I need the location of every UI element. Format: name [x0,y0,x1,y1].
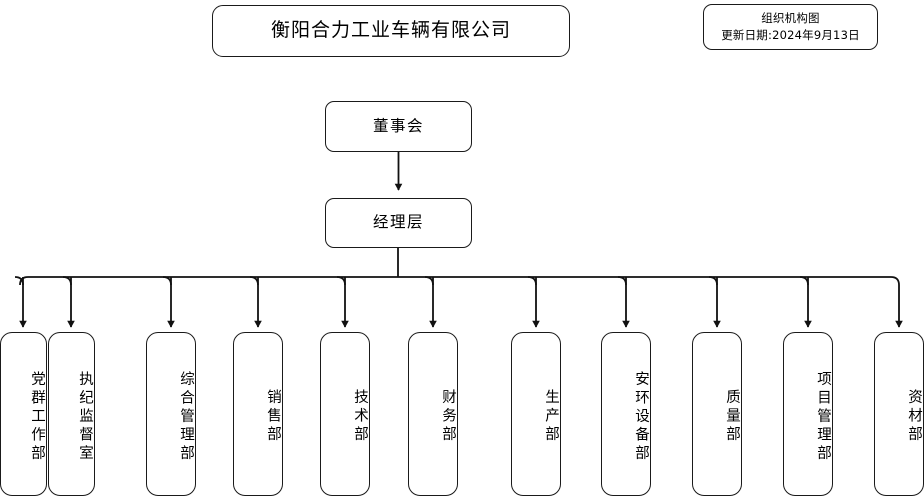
department-label: 综合管理部 [178,370,194,464]
department-label: 技术部 [352,389,368,445]
legend-box: 组织机构图 更新日期:2024年9月13日 [703,4,878,50]
department-label: 项目管理部 [815,370,831,464]
connector-tee-quality [708,276,718,286]
department-label: 执纪监督室 [77,370,93,464]
department-box-project-management: 项目管理部 [783,332,833,496]
connector-tee-safety-equipment [617,276,627,286]
department-box-discipline: 执纪监督室 [48,332,95,496]
department-label: 生产部 [543,389,559,445]
department-box-general-admin: 综合管理部 [146,332,196,496]
department-box-sales: 销售部 [233,332,283,496]
connector-tee-finance [424,276,434,286]
department-label: 销售部 [265,389,281,445]
department-label: 党群工作部 [29,370,45,464]
connector-tee-technology [336,276,346,286]
connector-tee-general-admin [162,276,172,286]
department-box-safety-equipment: 安环设备部 [601,332,651,496]
connector-tee-sales [249,276,259,286]
department-box-technology: 技术部 [320,332,370,496]
department-box-party-work: 党群工作部 [0,332,47,496]
level-box-board: 董事会 [325,101,472,152]
connector-tee-production [527,276,537,286]
level-box-management: 经理层 [325,198,472,248]
legend-update-date: 更新日期:2024年9月13日 [721,28,860,42]
department-box-materials: 资材部 [874,332,924,496]
connector-tee-discipline [62,276,72,286]
department-label: 质量部 [724,389,740,445]
legend-title: 组织机构图 [761,11,820,26]
level-label: 经理层 [372,213,424,232]
connector-tee-project-management [799,276,809,286]
level-label: 董事会 [372,116,424,135]
department-label: 资材部 [906,389,922,445]
department-box-quality: 质量部 [692,332,742,496]
company-name-label: 衡阳合力工业车辆有限公司 [270,19,511,42]
connector-horizontal-bus [19,276,900,286]
department-label: 财务部 [440,389,456,445]
connector-tee-party-work [14,276,24,286]
department-box-production: 生产部 [511,332,561,496]
department-box-finance: 财务部 [408,332,458,496]
company-title-box: 衡阳合力工业车辆有限公司 [212,5,570,57]
department-label: 安环设备部 [633,370,649,464]
